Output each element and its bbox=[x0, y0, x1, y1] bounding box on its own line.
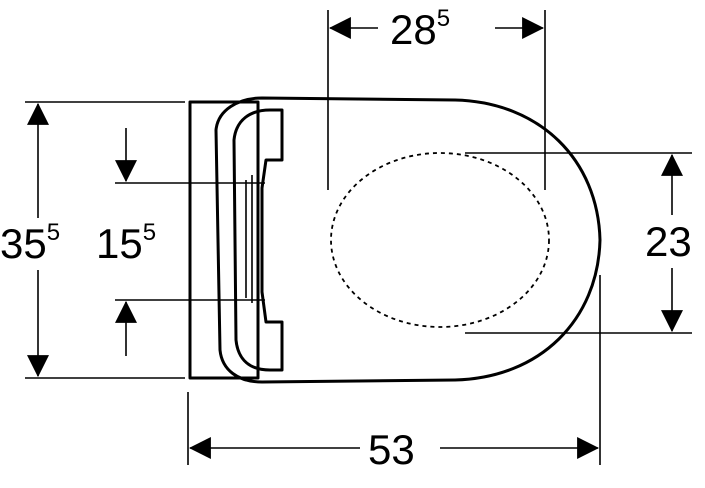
total-length-label: 53 bbox=[368, 426, 415, 473]
opening-height-label: 23 bbox=[645, 218, 692, 265]
hinge-spacing-label: 155 bbox=[96, 219, 156, 267]
top-width-label: 285 bbox=[390, 5, 450, 53]
extension-lines bbox=[25, 10, 692, 465]
seat-outline bbox=[214, 96, 602, 384]
bowl-opening-dashed bbox=[330, 152, 550, 328]
wall-plate bbox=[188, 100, 260, 380]
total-height-label: 355 bbox=[0, 219, 60, 267]
dimension-arrows bbox=[27, 17, 683, 459]
